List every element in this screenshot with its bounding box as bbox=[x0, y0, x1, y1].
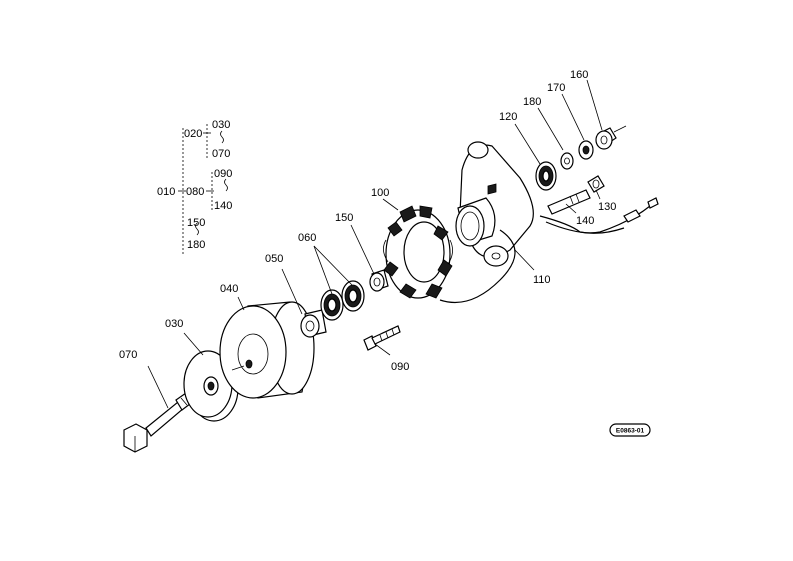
callout-110: 110 bbox=[533, 274, 551, 286]
nut-130 bbox=[587, 175, 605, 193]
screw-090 bbox=[363, 325, 401, 351]
callout-120: 120 bbox=[499, 111, 517, 123]
bearing-060b bbox=[341, 280, 365, 312]
tree-node-140: 140 bbox=[214, 200, 232, 212]
tree-node-090: 090 bbox=[214, 168, 232, 180]
assembly-tree: 020 030 070 010 080 090 140 150 180 bbox=[157, 119, 232, 255]
pulley-040 bbox=[219, 301, 315, 399]
washer-170 bbox=[578, 140, 594, 160]
callout-070: 070 bbox=[119, 349, 137, 361]
tree-node-020: 020 bbox=[184, 128, 202, 140]
callout-090: 090 bbox=[391, 361, 409, 373]
tree-node-030: 030 bbox=[212, 119, 230, 131]
callout-040: 040 bbox=[220, 283, 238, 295]
tree-node-010: 010 bbox=[157, 186, 175, 198]
callout-060: 060 bbox=[298, 232, 316, 244]
callout-100: 100 bbox=[371, 187, 389, 199]
callout-160: 160 bbox=[570, 69, 588, 81]
bearing-060a bbox=[320, 289, 344, 321]
callout-150: 150 bbox=[335, 212, 353, 224]
tree-node-080: 080 bbox=[186, 186, 204, 198]
leader-lines bbox=[147, 79, 603, 409]
callout-140: 140 bbox=[576, 215, 594, 227]
housing-110 bbox=[439, 141, 659, 304]
bearing-120 bbox=[535, 161, 557, 191]
callout-050: 050 bbox=[265, 253, 283, 265]
washer-180 bbox=[560, 152, 574, 170]
tree-node-070: 070 bbox=[212, 148, 230, 160]
reference-code: E0863-01 bbox=[616, 428, 645, 435]
spacer-050 bbox=[300, 309, 327, 338]
reference-code-badge: E0863-01 bbox=[609, 423, 651, 437]
tree-node-150: 150 bbox=[187, 217, 205, 229]
tree-node-180: 180 bbox=[187, 239, 205, 251]
collar-150 bbox=[369, 269, 389, 292]
callout-170: 170 bbox=[547, 82, 565, 94]
callout-180: 180 bbox=[523, 96, 541, 108]
stud-140 bbox=[547, 189, 591, 215]
nut-160 bbox=[595, 125, 627, 150]
callout-labels: 070 030 040 050 060 150 100 090 110 120 … bbox=[119, 69, 616, 373]
stator-100 bbox=[383, 205, 453, 299]
callout-130: 130 bbox=[598, 201, 616, 213]
callout-030: 030 bbox=[165, 318, 183, 330]
